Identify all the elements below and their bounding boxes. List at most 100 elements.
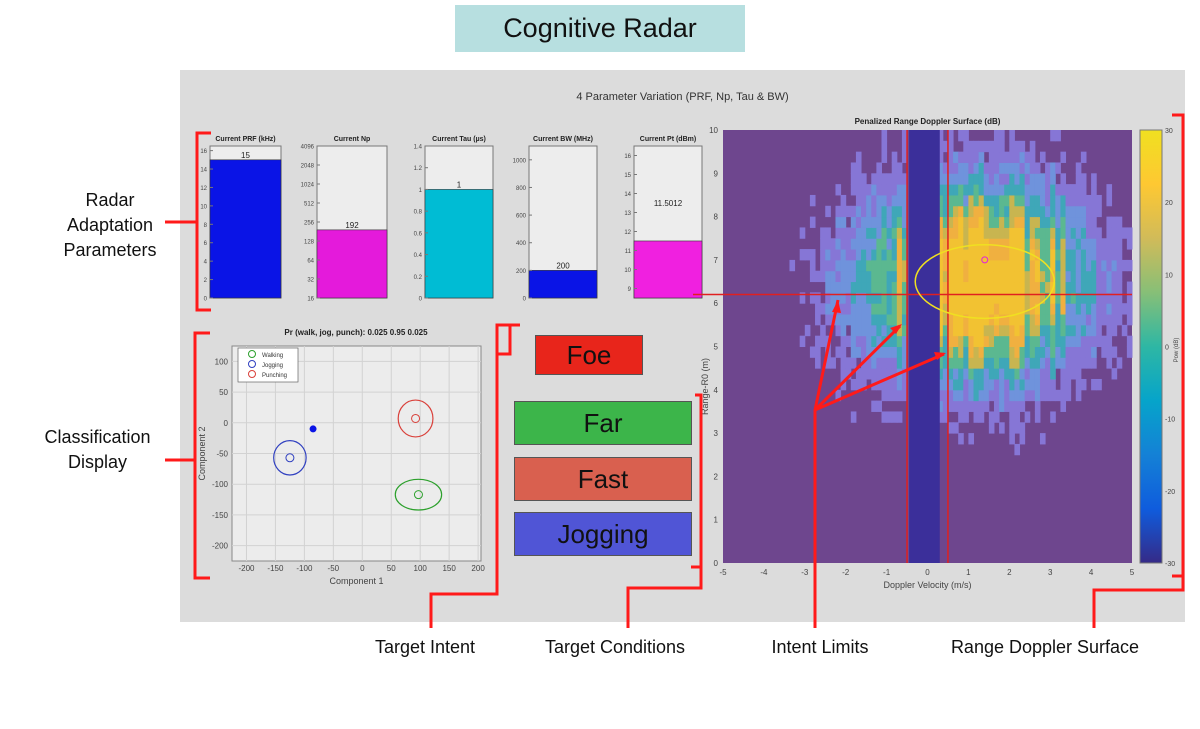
heatmap-title: Penalized Range Doppler Surface (dB) (855, 117, 1001, 126)
heatmap-cell (1009, 324, 1015, 337)
heatmap-cell (871, 238, 877, 250)
heatmap-cell (861, 259, 867, 272)
annotation-line: Classification (44, 427, 151, 447)
heatmap-cell (1004, 357, 1010, 369)
heatmap-cell (999, 194, 1005, 207)
heatmap-cell (1034, 162, 1041, 174)
heatmap-cell (963, 238, 969, 250)
heatmap-cell (1060, 378, 1067, 391)
panel-title: 4 Parameter Variation (PRF, Np, Tau & BW… (576, 91, 789, 103)
heatmap-cell (1106, 270, 1113, 283)
heatmap-cell (1024, 281, 1031, 293)
heatmap-cell (850, 346, 857, 358)
heatmap-cell (789, 259, 796, 272)
heatmap-cell (1009, 270, 1015, 283)
bar-value-label: 15 (241, 151, 250, 160)
heatmap-cell (876, 324, 882, 337)
heatmap-cell (1121, 303, 1128, 315)
heatmap-cell (1080, 314, 1087, 326)
heatmap-cell (1004, 151, 1010, 163)
heatmap-cell (988, 270, 995, 283)
heatmap-cell (1070, 303, 1077, 315)
y-tick-label: 4 (204, 260, 208, 266)
heatmap-cell (983, 378, 990, 391)
heatmap-cell (963, 227, 969, 239)
heatmap-cell (1004, 314, 1010, 326)
heatmap-cell (978, 227, 985, 239)
bar-value-label: 200 (556, 261, 570, 270)
heatmap-cell (1075, 194, 1082, 207)
heatmap-cell (1080, 346, 1087, 358)
annotation-classification-display: Classification Display (20, 425, 175, 475)
heatmap-cell (815, 346, 821, 358)
heatmap-cell (840, 259, 847, 272)
heatmap-cell (1091, 205, 1097, 218)
heatmap-cell (866, 281, 872, 293)
heatmap-cell (1060, 173, 1067, 185)
heatmap-cell (866, 357, 872, 369)
heatmap-cell (1055, 324, 1061, 337)
heatmap-cell (855, 303, 862, 315)
heatmap-cell (947, 357, 954, 369)
heatmap-cell (840, 378, 847, 391)
heatmap-cell (891, 357, 898, 369)
heatmap-cell (1009, 227, 1015, 239)
heatmap-cell (947, 259, 954, 272)
heatmap-cell (937, 140, 944, 153)
heatmap-cell (988, 335, 995, 347)
heatmap-cell (1111, 216, 1118, 228)
heatmap-cell (855, 335, 862, 347)
heatmap-cell (968, 433, 975, 445)
heatmap-cell (1075, 249, 1082, 261)
heatmap-cell (866, 346, 872, 358)
heatmap-cell (963, 324, 969, 337)
heatmap-cell (871, 194, 877, 207)
heatmap-cell (891, 173, 898, 185)
y-axis-label: Range-R0 (m) (700, 358, 710, 415)
heatmap-cell (835, 227, 842, 239)
x-tick-label: 150 (442, 564, 456, 573)
heatmap-cell (809, 259, 816, 272)
heatmap-cell (840, 324, 847, 337)
heatmap-cell (855, 270, 862, 283)
heatmap-cell (1034, 400, 1041, 412)
heatmap-cell (896, 411, 903, 423)
heatmap-cell (901, 151, 908, 163)
heatmap-cell (876, 216, 882, 228)
heatmap-cell (1050, 184, 1056, 196)
heatmap-cell (1106, 216, 1113, 228)
heatmap-cell (891, 216, 898, 228)
heatmap-cell (871, 324, 877, 337)
heatmap-cell (840, 314, 847, 326)
heatmap-cell (993, 357, 1000, 369)
heatmap-cell (937, 270, 944, 283)
heatmap-cell (958, 378, 964, 391)
heatmap-cell (968, 378, 975, 391)
heatmap-cell (886, 292, 893, 304)
heatmap-cell (993, 346, 1000, 358)
heatmap-cell (999, 151, 1005, 163)
heatmap-cell (963, 335, 969, 347)
heatmap-cell (1055, 346, 1061, 358)
heatmap-cell (876, 368, 882, 380)
heatmap-cell (1055, 162, 1061, 174)
heatmap-cell (1085, 205, 1092, 218)
heatmap-cell (983, 324, 990, 337)
heatmap-cell (973, 303, 980, 315)
heatmap-cell (968, 303, 975, 315)
heatmap-cell (1085, 194, 1092, 207)
heatmap-cell (958, 259, 964, 272)
heatmap-cell (1075, 281, 1082, 293)
heatmap-cell (978, 162, 985, 174)
heatmap-cell (886, 314, 893, 326)
heatmap-cell (799, 227, 806, 239)
y-tick-label: 10 (709, 126, 718, 135)
heatmap-cell (1101, 314, 1107, 326)
heatmap-cell (958, 335, 964, 347)
heatmap-cell (1045, 346, 1051, 358)
heatmap-cell (835, 389, 842, 402)
heatmap-cell (1019, 173, 1026, 185)
heatmap-cell (1075, 162, 1082, 174)
heatmap-cell (1085, 292, 1092, 304)
heatmap-cell (973, 292, 980, 304)
